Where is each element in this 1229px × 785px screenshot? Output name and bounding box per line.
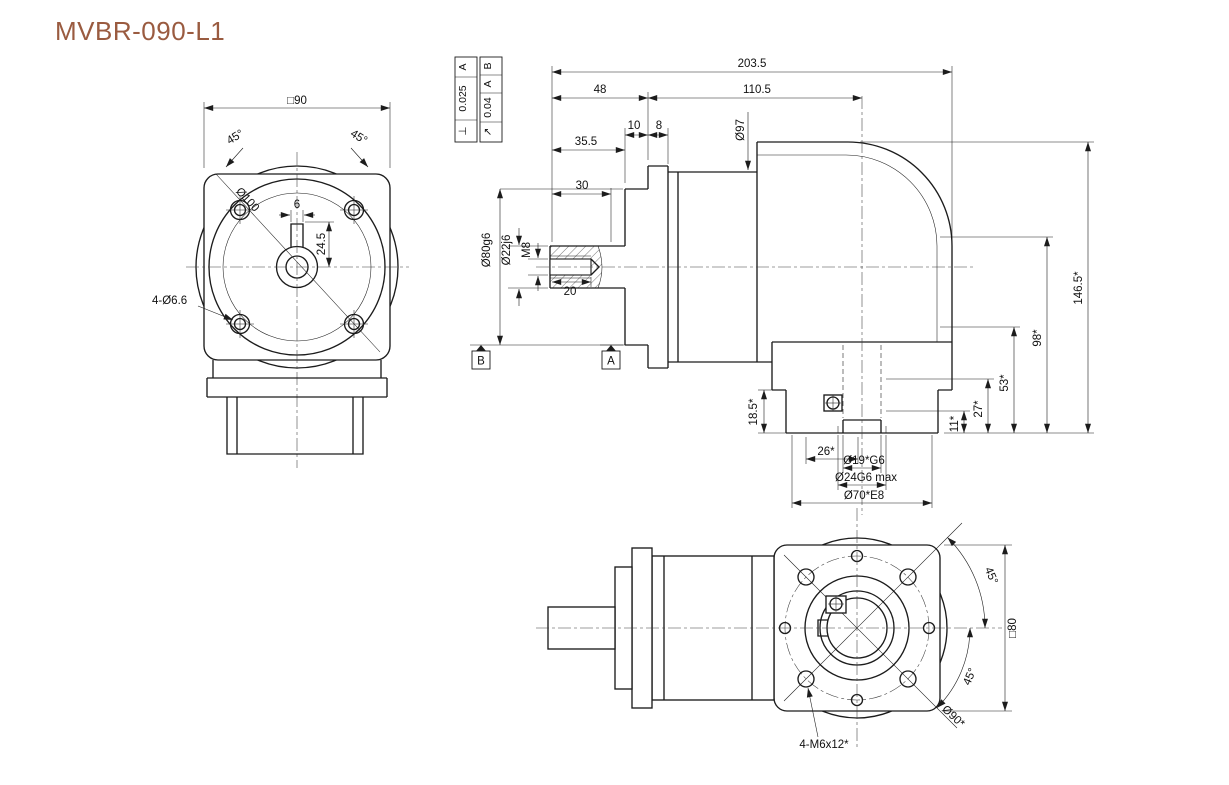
dim-53: 53* (999, 374, 1011, 392)
datum-b-label: B (477, 356, 485, 368)
side-view: 203.5 48 110.5 10 8 35.5 Ø97 30 20 (454, 56, 1094, 515)
dim-10: 10 (628, 120, 641, 132)
datum-b: B (471, 345, 491, 370)
dim-18-5: 18.5* (748, 398, 760, 425)
dim-chamfer-left: 45° (225, 128, 246, 147)
grease-plug (823, 394, 843, 412)
perpendicularity-icon: ⊥ (457, 126, 469, 135)
dim-26: 26* (817, 446, 835, 458)
dim-square-80: □80 (1007, 618, 1019, 638)
dim-8: 8 (656, 120, 662, 132)
fcf-runout-datum1: A (482, 80, 494, 87)
drawing-title: MVBR-090-L1 (55, 16, 226, 46)
dim-30: 30 (576, 180, 589, 192)
dim-total-length: 203.5 (738, 58, 767, 70)
runout-icon: ↗ (482, 128, 494, 137)
dim-square-90: □90 (287, 95, 307, 107)
fcf-runout: B A 0.04 ↗ (479, 56, 503, 143)
dim-35-5: 35.5 (575, 136, 597, 148)
dim-bolts: 4-M6x12* (799, 739, 849, 751)
dim-shaft-dia: Ø22j6 (501, 235, 513, 266)
datum-a: A (600, 344, 625, 370)
dim-key-width: 6 (294, 199, 300, 211)
fcf-perpendicularity: A 0.025 ⊥ (454, 56, 478, 143)
dim-98: 98* (1032, 329, 1044, 347)
mounting-holes (226, 196, 368, 338)
front-view-lower-body (206, 360, 388, 455)
dim-bore-19: Ø19*G6 (843, 455, 885, 467)
dim-27: 27* (973, 400, 985, 418)
dim-bore-24: Ø24G6 max (835, 472, 897, 484)
dim-body-dia: Ø97 (735, 119, 747, 141)
face-plug (825, 595, 847, 614)
datum-a-label: A (607, 356, 615, 368)
dim-pilot-dia: Ø80g6 (481, 233, 493, 268)
dim-key-depth: 24.5 (316, 233, 328, 255)
dim-tap: M8 (521, 242, 533, 258)
fcf-perp-tolerance: 0.025 (457, 85, 469, 111)
dim-20: 20 (564, 286, 577, 298)
dim-chamfer-right: 45° (348, 128, 369, 147)
bottom-view: 45° 45° □80 Ø90* 4-M6x12* (536, 508, 1019, 751)
fcf-runout-datum2: B (482, 62, 494, 69)
front-view: □90 45° 45° Ø100 6 24.5 4-Ø6.6 (152, 95, 409, 468)
fcf-runout-tolerance: 0.04 (482, 97, 494, 118)
dim-angle-top: 45° (982, 565, 1000, 586)
dim-body-length: 110.5 (743, 84, 771, 96)
dim-11: 11* (949, 415, 961, 432)
dim-input-length: 48 (594, 84, 607, 96)
fcf-perp-datum: A (457, 63, 469, 70)
dim-holes: 4-Ø6.6 (152, 295, 187, 307)
dim-146-5: 146.5* (1073, 271, 1085, 305)
dim-spigot-70: Ø70*E8 (844, 490, 884, 502)
dim-angle-bottom: 45° (961, 666, 979, 687)
dim-bolt-circle: Ø90* (939, 703, 967, 730)
